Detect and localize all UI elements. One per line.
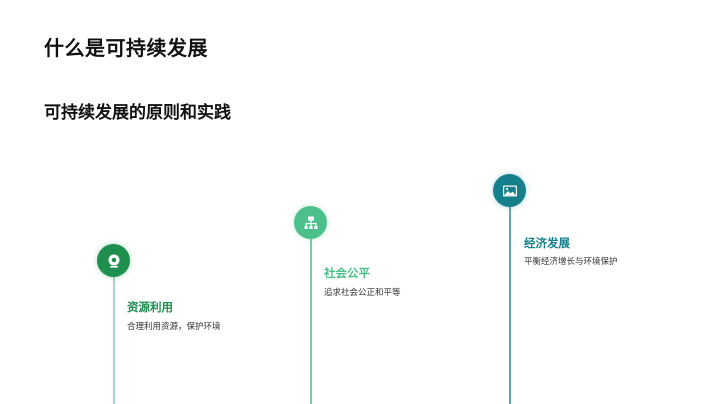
step-description: 合理利用资源，保护环境 — [127, 322, 221, 332]
timeline-line — [113, 270, 115, 404]
step-description: 追求社会公正和平等 — [324, 288, 401, 298]
timeline-line — [509, 200, 511, 404]
webcam-icon — [106, 253, 122, 269]
step-description: 平衡经济增长与环境保护 — [524, 257, 618, 267]
sitemap-icon — [303, 215, 319, 231]
page-title: 什么是可持续发展 — [44, 36, 208, 60]
step-title: 资源利用 — [127, 300, 173, 314]
step-title: 经济发展 — [524, 236, 570, 250]
step-icon-circle — [294, 206, 327, 239]
step-title: 社会公平 — [324, 266, 370, 280]
step-icon-circle — [493, 174, 526, 207]
image-icon — [502, 183, 518, 199]
step-icon-circle — [97, 244, 130, 277]
timeline-line — [310, 232, 312, 404]
page-subtitle: 可持续发展的原则和实践 — [44, 103, 231, 123]
